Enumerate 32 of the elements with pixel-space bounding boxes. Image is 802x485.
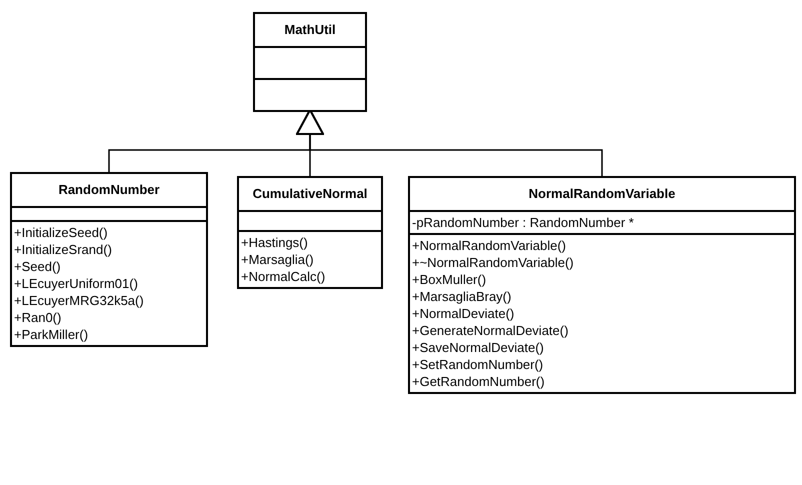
method-text: +NormalRandomVariable() xyxy=(412,237,566,254)
method-text: +SetRandomNumber() xyxy=(412,356,544,373)
class-name: NormalRandomVariable xyxy=(528,185,676,204)
class-box xyxy=(237,176,383,289)
method-text: +InitializeSeed() xyxy=(14,224,108,241)
class-box xyxy=(253,12,367,112)
method-text: +~NormalRandomVariable() xyxy=(412,254,574,271)
class-compartment xyxy=(12,220,206,345)
method-text: +GenerateNormalDeviate() xyxy=(412,322,568,339)
class-box xyxy=(408,176,796,394)
class-compartment xyxy=(410,210,794,233)
method-text: +Ran0() xyxy=(14,309,62,326)
attribute-text: -pRandomNumber : RandomNumber * xyxy=(412,214,634,231)
method-text: +Hastings() xyxy=(241,234,308,251)
method-text: +Seed() xyxy=(14,258,61,275)
method-text: +LEcuyerMRG32k5a() xyxy=(14,292,144,309)
method-text: +Marsaglia() xyxy=(241,251,314,268)
class-compartment xyxy=(410,233,794,392)
method-text: +ParkMiller() xyxy=(14,326,88,343)
method-text: +InitializeSrand() xyxy=(14,241,112,258)
method-text: +GetRandomNumber() xyxy=(412,373,545,390)
class-compartment xyxy=(239,230,381,287)
method-text: +NormalDeviate() xyxy=(412,305,514,322)
class-name: CumulativeNormal xyxy=(252,185,368,204)
method-text: +LEcuyerUniform01() xyxy=(14,275,138,292)
class-name: MathUtil xyxy=(284,21,336,40)
class-box xyxy=(10,172,208,347)
method-text: +NormalCalc() xyxy=(241,268,326,285)
method-text: +SaveNormalDeviate() xyxy=(412,339,544,356)
method-text: +BoxMuller() xyxy=(412,271,486,288)
method-text: +MarsagliaBray() xyxy=(412,288,512,305)
class-name: RandomNumber xyxy=(58,181,160,200)
